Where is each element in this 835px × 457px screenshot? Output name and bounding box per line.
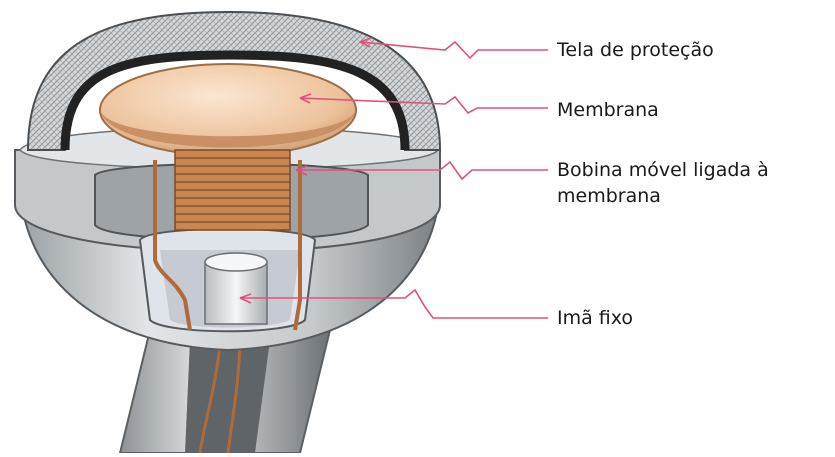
fixed-magnet	[205, 253, 267, 324]
handle-cavity	[185, 340, 270, 453]
label-moving-coil: Bobina móvel ligada à membrana	[557, 157, 769, 209]
label-membrane: Membrana	[557, 97, 659, 123]
label-moving-coil-line1: Bobina móvel ligada à	[557, 157, 769, 183]
label-protective-screen: Tela de proteção	[557, 37, 714, 63]
label-fixed-magnet: Imã fixo	[557, 305, 633, 331]
label-moving-coil-line2: membrana	[557, 183, 769, 209]
